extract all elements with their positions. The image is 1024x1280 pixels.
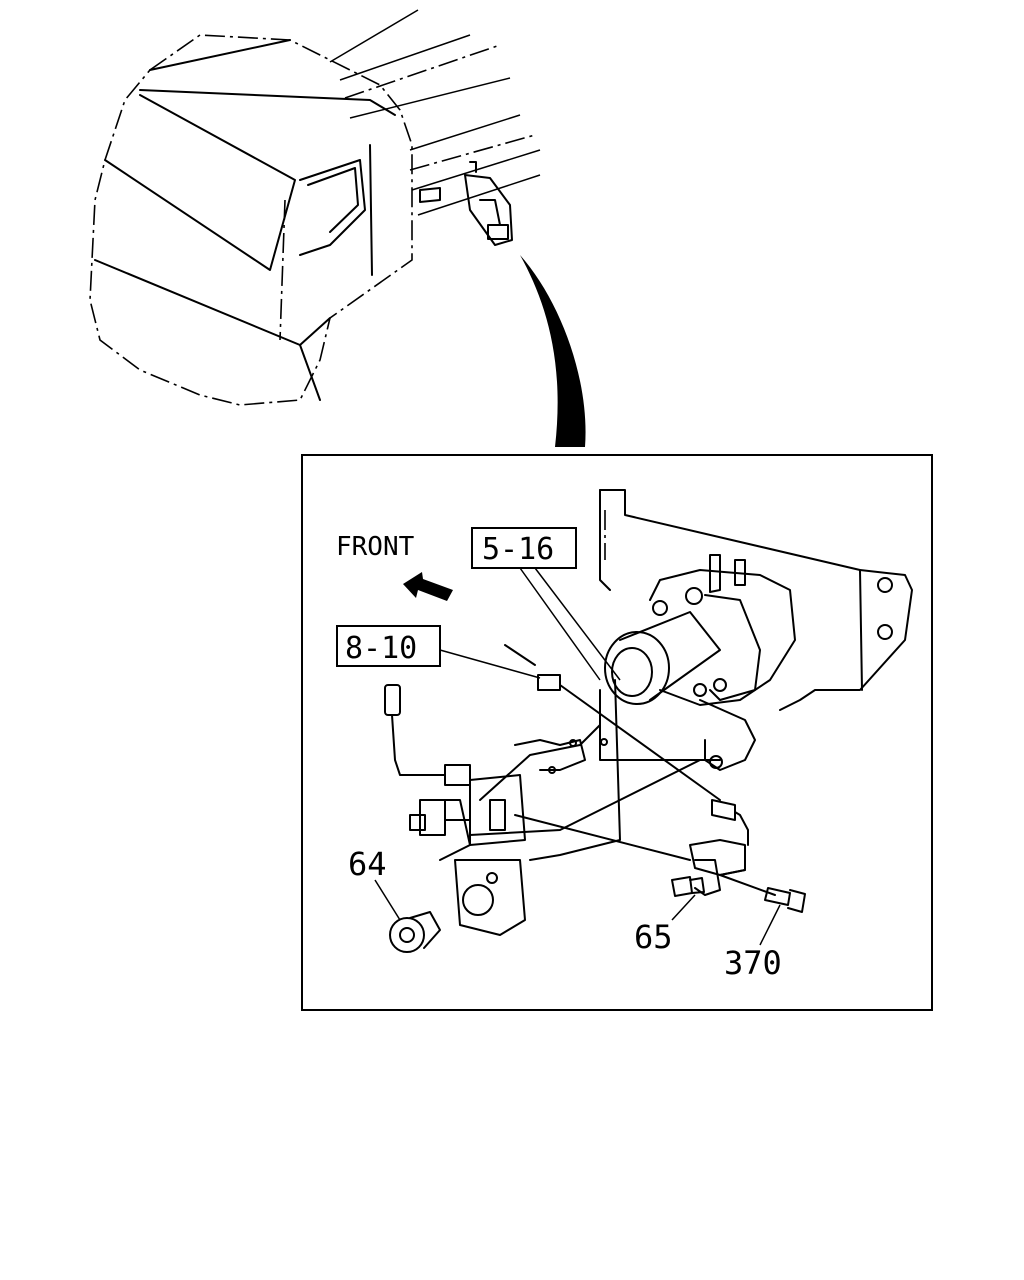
leader-8-10: [439, 649, 541, 679]
part-number-65: 65: [634, 918, 673, 956]
svg-text:8-10: 8-10: [345, 631, 417, 666]
ref-box-5-16: 5-16: [471, 527, 577, 569]
svg-text:5-16: 5-16: [482, 532, 554, 567]
front-label: FRONT: [336, 532, 415, 562]
leader-64: [374, 879, 401, 921]
truck-cab-overview: [89, 9, 541, 406]
zoom-leader: [520, 255, 586, 447]
ref-box-8-10: 8-10: [336, 625, 441, 667]
detail-assembly: [384, 489, 913, 953]
part-number-370: 370: [724, 944, 782, 982]
front-arrow-icon: [403, 572, 453, 601]
part-number-64: 64: [348, 845, 387, 883]
leader-370: [759, 904, 781, 946]
detail-frame: [301, 454, 933, 1011]
leader-65: [671, 894, 696, 921]
